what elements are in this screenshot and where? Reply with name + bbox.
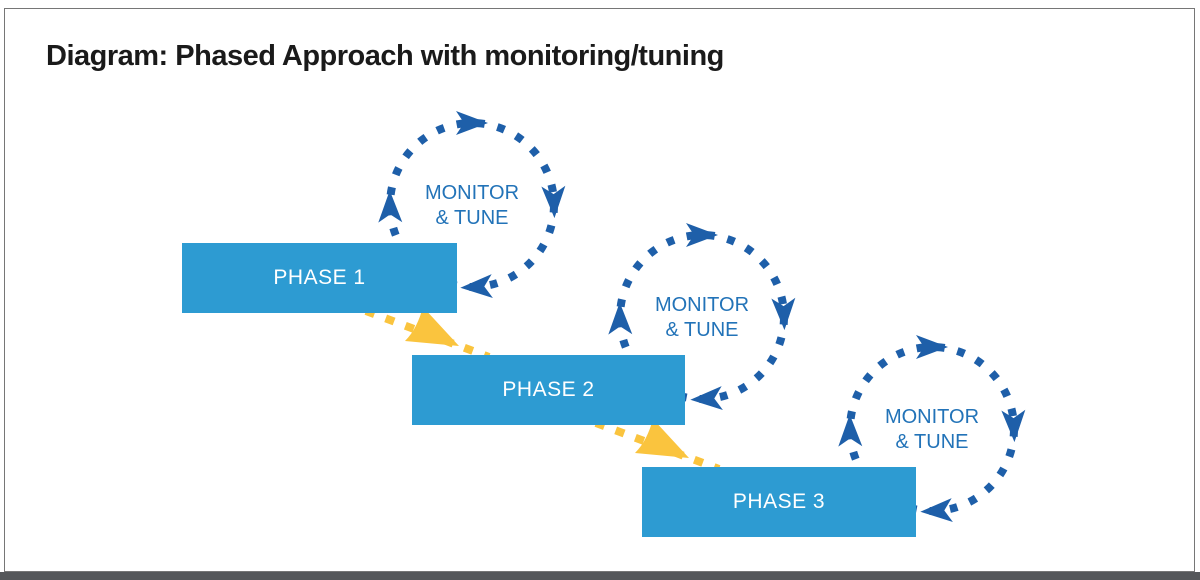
- diagram-title: Diagram: Phased Approach with monitoring…: [46, 40, 724, 72]
- bottom-border-bar: [0, 572, 1200, 580]
- monitor-tune-loop-1: [378, 111, 566, 299]
- phase-1-label: PHASE 1: [273, 266, 366, 289]
- loop-label-line2: & TUNE: [665, 319, 739, 341]
- phase-connector-1: [364, 307, 491, 361]
- phase-3-label: PHASE 3: [732, 490, 826, 513]
- loop-arrow-down-icon: [771, 297, 796, 331]
- connector-arrow-icon: [635, 419, 689, 458]
- loop-arrow-down-icon: [541, 185, 566, 219]
- loop-arrow-right-icon: [916, 335, 948, 359]
- loop-label-line2: & TUNE: [895, 431, 969, 453]
- loop-arrow-left-icon: [920, 498, 953, 523]
- loop-label-line1: MONITOR: [884, 406, 980, 428]
- monitor-tune-label-3: MONITOR & TUNE: [862, 405, 1002, 455]
- phase-3-box: PHASE 3: [642, 467, 916, 537]
- phase-2-box: PHASE 2: [412, 355, 685, 425]
- monitor-tune-label-2: MONITOR & TUNE: [632, 293, 772, 343]
- loop-arrow-right-icon: [686, 223, 718, 247]
- loop-arrow-left-icon: [690, 386, 723, 411]
- loop-arrow-left-icon: [460, 274, 493, 299]
- loop-arrow-up-icon: [608, 302, 633, 335]
- monitor-tune-label-1: MONITOR & TUNE: [402, 181, 542, 231]
- phase-1-box: PHASE 1: [182, 243, 457, 313]
- monitor-tune-loop-2: [608, 223, 796, 411]
- loop-arrow-up-icon: [378, 190, 403, 223]
- phase-2-label: PHASE 2: [502, 378, 595, 401]
- connector-arrow-icon: [405, 307, 459, 346]
- loop-label-line1: MONITOR: [424, 182, 520, 204]
- loop-arrow-down-icon: [1001, 409, 1026, 443]
- monitor-tune-loop-3: [838, 335, 1026, 523]
- loop-label-line2: & TUNE: [435, 207, 509, 229]
- phase-connector-2: [594, 419, 721, 473]
- loop-arrow-right-icon: [456, 111, 488, 135]
- loop-label-line1: MONITOR: [654, 294, 750, 316]
- loop-arrow-up-icon: [838, 414, 863, 447]
